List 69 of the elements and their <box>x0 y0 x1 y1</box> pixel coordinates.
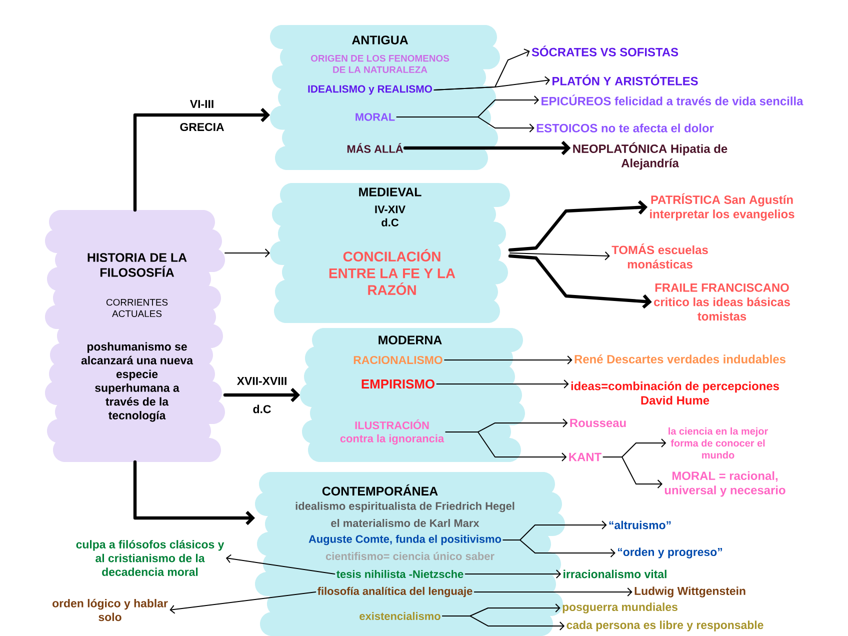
topic-text: NEOPLATÓNICA Hipatia de Alejandría <box>573 142 728 170</box>
topic-text: la ciencia en la mejor forma de conocer el mundo <box>668 427 768 459</box>
arrow <box>474 588 632 596</box>
arrow <box>508 200 648 252</box>
topic-text: René Descartes verdades indudables <box>574 354 786 364</box>
date-label: d.C <box>253 404 271 414</box>
arrow <box>502 540 616 558</box>
topic-text: ORIGEN DE LOS FENOMENOS DE LA NATURALEZA <box>310 54 450 74</box>
topic-text: el materialismo de Karl Marx <box>331 518 480 528</box>
topic-text: MORAL = racional, universal y necesario <box>664 471 786 497</box>
topic-text: “altruismo” <box>609 520 671 530</box>
topic-text: KANT <box>569 452 602 462</box>
main-title: HISTORIA DE LA FILOSOSFÍA <box>88 253 187 277</box>
topic-text: SÓCRATES VS SOFISTAS <box>532 46 678 56</box>
topic-text: ESTOICOS no te afecta el dolor <box>536 124 714 132</box>
arrow <box>602 456 662 488</box>
period-heading: ANTIGUA <box>352 36 408 44</box>
topic-text: IDEALISMO y REALISMO <box>308 85 432 95</box>
arrow <box>434 76 550 90</box>
period-heading: CONTEMPORÁNEA <box>322 484 438 496</box>
topic-text: MÁS ALLÁ <box>347 143 404 153</box>
arrow <box>508 254 652 309</box>
topic-text: FRAILE FRANCISCANO critico las ideas básicas tomistas <box>654 283 790 321</box>
topic-text: ILUSTRACIÓN contra la ignorancia <box>340 419 444 445</box>
date-text: IV-XIV d.C <box>375 206 406 226</box>
topic-text: posguerra mundiales <box>562 602 678 614</box>
topic-text: cada persona es libre y responsable <box>566 620 764 632</box>
topic-text: PATRÍSTICA San Agustín interpretar los evangelios <box>650 193 794 221</box>
topic-text: tesis nihilista -Nietzsche <box>336 570 464 578</box>
arrow <box>436 380 569 388</box>
arrow <box>403 140 571 156</box>
arrow <box>223 388 300 402</box>
edge-label: VI-III <box>188 99 216 109</box>
topic-text: TOMÁS escuelas monásticas <box>612 243 708 269</box>
topic-text: Rousseau <box>570 418 626 428</box>
topic-text: “orden y progreso” <box>618 548 722 558</box>
topic-text: existencialismo <box>360 612 440 620</box>
topic-text: EPICÚREOS felicidad a través de vida sencilla <box>542 94 804 106</box>
period-heading: MEDIEVAL <box>359 188 422 196</box>
topic-text: cientifismo= ciencia único saber <box>326 552 494 560</box>
topic-text: orden lógico y hablar solo <box>52 598 168 622</box>
topic-text: Auguste Comte, funda el positivismo <box>308 534 502 546</box>
arrow <box>224 248 270 258</box>
body-text: poshumanismo se alcanzará una nueva especie superhumana a través de la tecnología <box>81 342 194 422</box>
period-heading: MODERNA <box>378 336 442 344</box>
arrow <box>226 554 336 574</box>
arrow <box>444 356 572 364</box>
arrow <box>464 570 562 578</box>
subtitle: CORRIENTES ACTUALES <box>106 298 168 318</box>
arrow <box>510 251 610 260</box>
topic-text: EMPIRISMO <box>362 379 435 389</box>
arrow <box>133 460 255 526</box>
topic-text: RACIONALISMO <box>354 356 442 364</box>
arrow <box>445 432 567 462</box>
topic-text: CONCILACIÓN ENTRE LA FE Y LA RAZÓN <box>329 249 456 295</box>
topic-text: MORAL <box>356 113 395 121</box>
topic-text: idealismo espiritualista de Friedrich Hegel <box>296 502 514 512</box>
topic-text: irracionalismo vital <box>564 570 666 578</box>
arrow <box>396 116 534 132</box>
arrow <box>170 592 316 614</box>
place-label: GRECIA <box>180 122 224 132</box>
arrow <box>133 108 270 212</box>
topic-text: Ludwig Wittgenstein <box>634 586 746 598</box>
edge-label: XVII-XVIII <box>236 376 288 386</box>
topic-text: culpa a filósofos clásicos y al cristianismo de la decadencia moral <box>76 540 224 576</box>
topic-text: PLATÓN Y ARISTÓTELES <box>552 74 698 86</box>
topic-text: ideas=combinación de percepciones David Hume <box>571 381 779 405</box>
arrow <box>442 616 565 630</box>
topic-text: filosofía analítica del lenguaje <box>318 586 472 598</box>
